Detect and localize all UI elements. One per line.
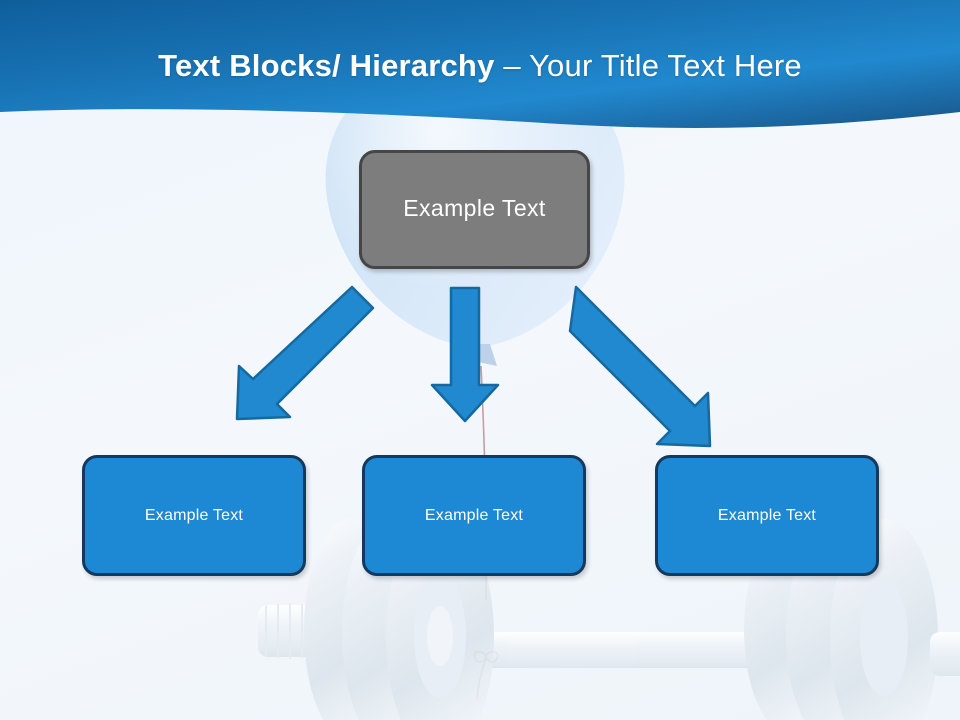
page-title-separator: –: [494, 48, 530, 83]
hierarchy-top-node[interactable]: Example Text: [359, 150, 590, 269]
hierarchy-child-node-2-label: Example Text: [424, 506, 524, 524]
page-title: Text Blocks/ Hierarchy – Your Title Text…: [0, 48, 960, 84]
hierarchy-child-node-2[interactable]: Example Text: [362, 455, 586, 576]
hierarchy-child-node-1-label: Example Text: [144, 506, 244, 524]
header-wave-shape: [0, 0, 960, 128]
hierarchy-child-node-3[interactable]: Example Text: [655, 455, 879, 576]
hierarchy-child-node-3-label: Example Text: [717, 506, 817, 524]
hierarchy-top-node-label: Example Text: [403, 195, 546, 221]
page-title-regular: Your Title Text Here: [529, 48, 802, 83]
page-title-bold: Text Blocks/ Hierarchy: [158, 48, 495, 83]
hierarchy-child-node-1[interactable]: Example Text: [82, 455, 306, 576]
header-band: [0, 0, 960, 128]
